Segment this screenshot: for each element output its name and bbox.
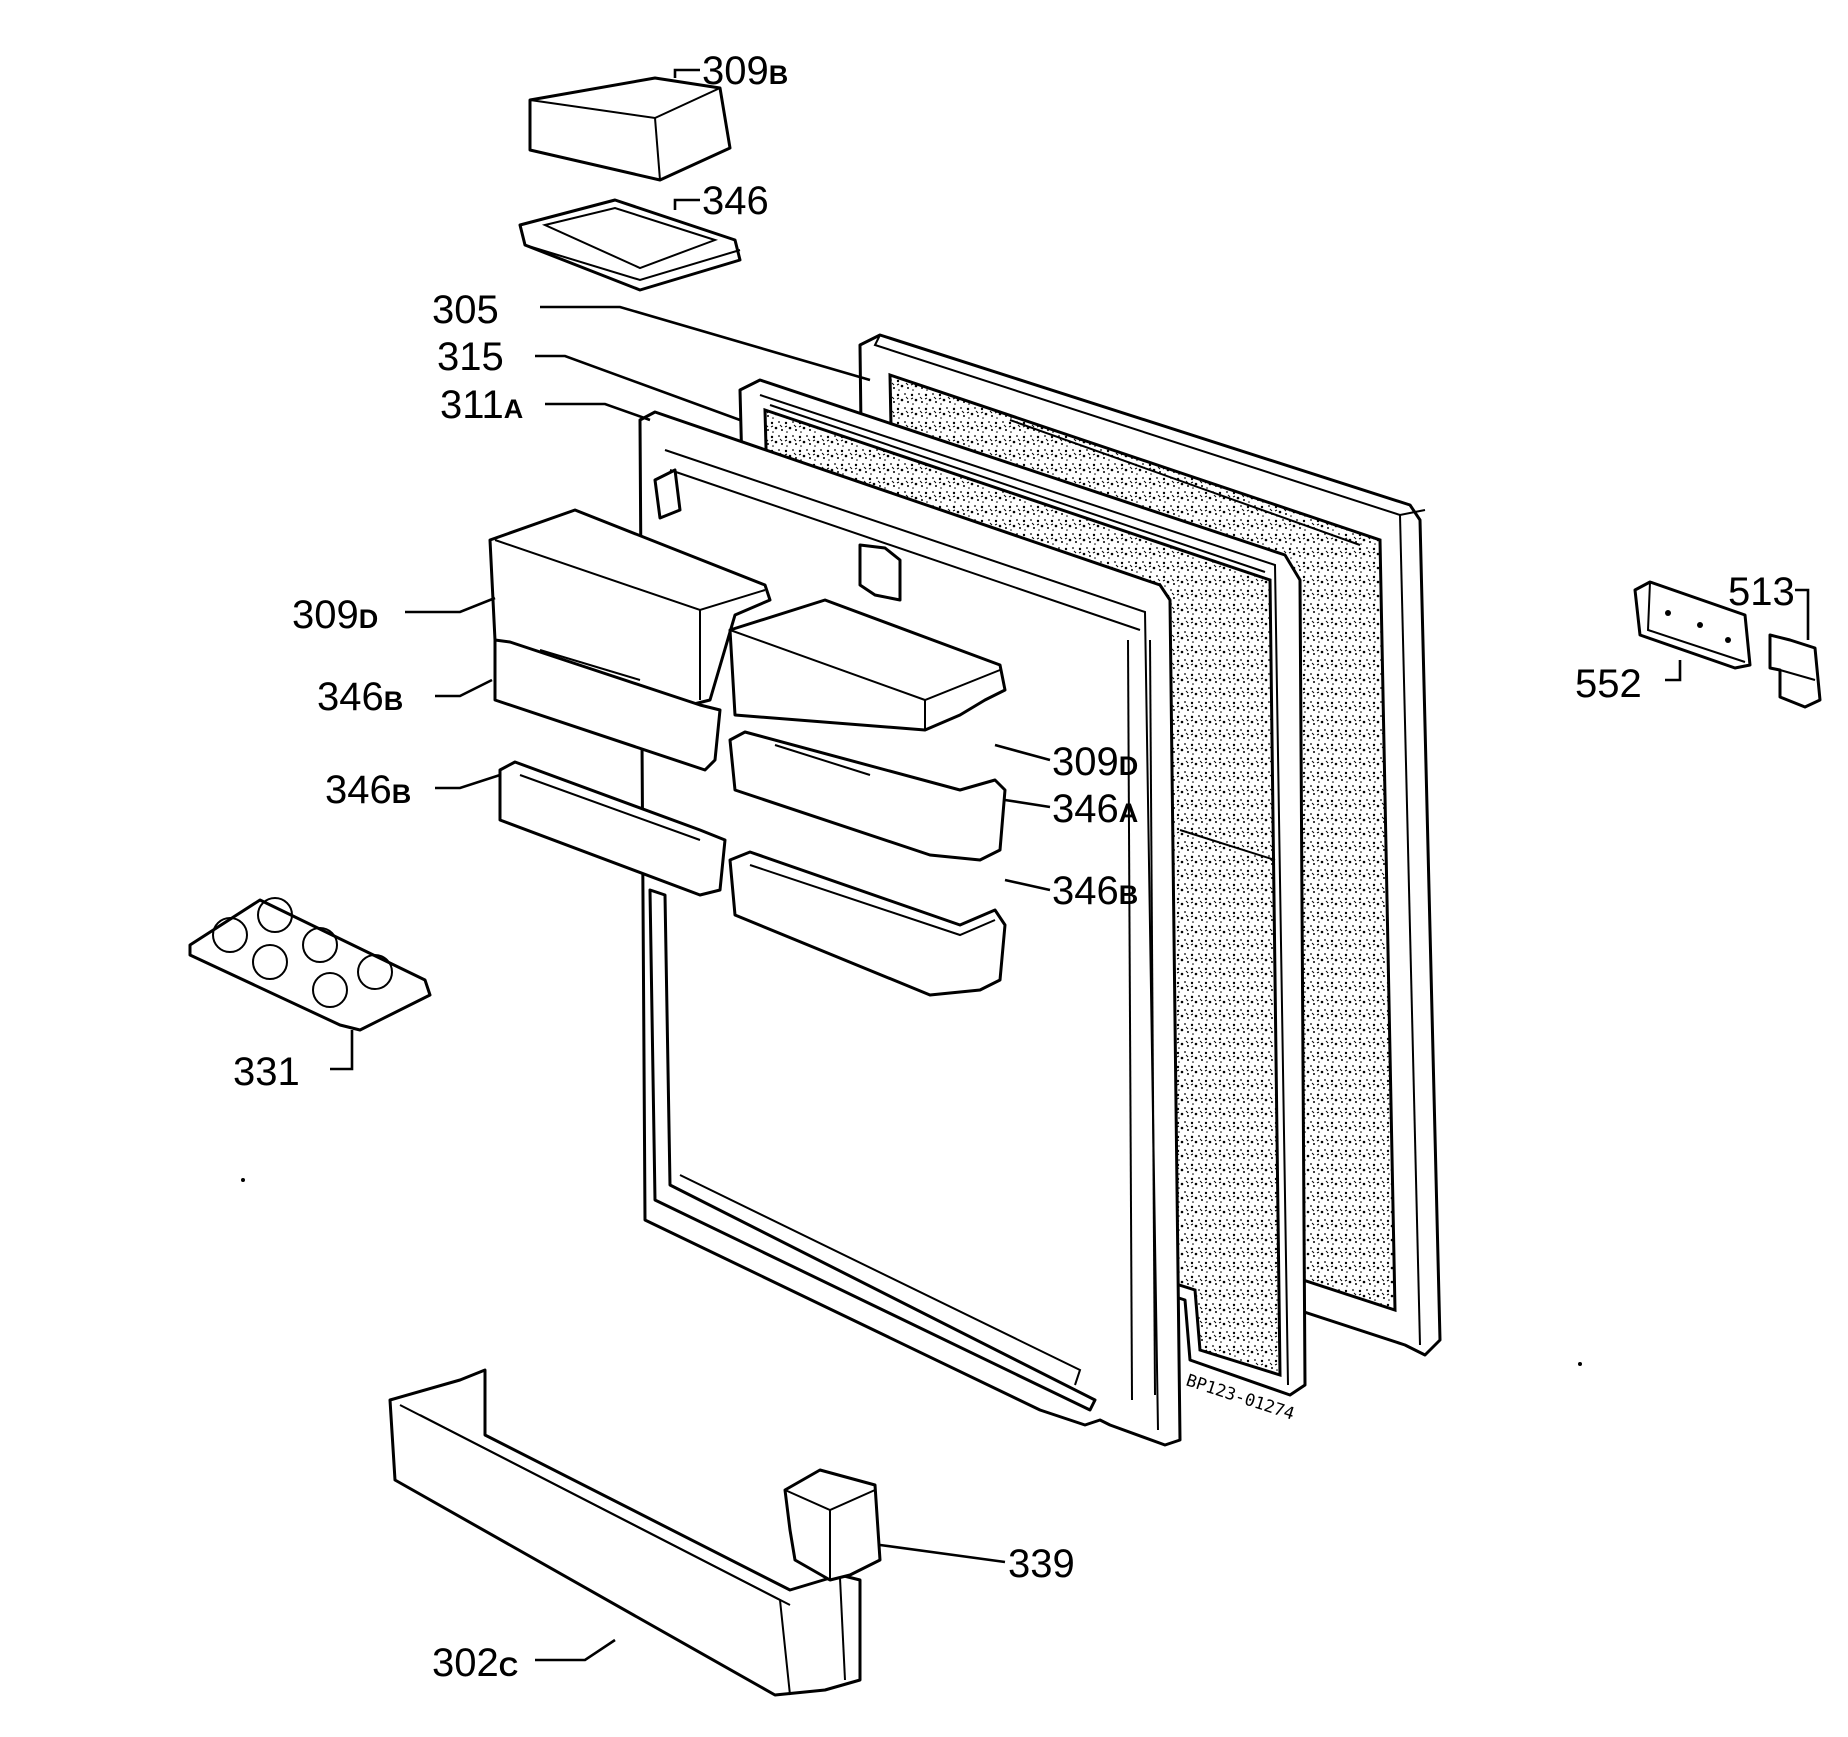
bin-lid-309D-right <box>728 598 1007 732</box>
door-tray-346B-lower <box>498 760 727 897</box>
label-346: 346 <box>702 179 769 223</box>
scan-dot <box>1578 1362 1582 1366</box>
label-346B-right: 346B <box>1052 869 1138 913</box>
door-tray-346B-upper <box>493 638 722 772</box>
bottle-shelf-302C <box>388 1368 862 1697</box>
label-309D-right: 309D <box>1052 740 1138 784</box>
label-315: 315 <box>437 335 504 379</box>
label-513: 513 <box>1728 570 1795 614</box>
label-309D-left: 309D <box>292 593 378 637</box>
door-tray-346B-right <box>728 850 1007 997</box>
scan-dot <box>241 1178 245 1182</box>
door-tray-346A <box>728 730 1007 862</box>
label-552: 552 <box>1575 662 1642 706</box>
label-309B: 309B <box>702 49 788 93</box>
hinge-plate-552 <box>1633 580 1752 670</box>
label-346B-upper: 346B <box>317 675 403 719</box>
label-311A: 311A <box>440 383 523 427</box>
leader-lines <box>330 68 1810 1662</box>
label-346A: 346A <box>1052 787 1138 831</box>
hinge-bracket-513 <box>1768 633 1822 709</box>
egg-tray-331 <box>188 897 432 1032</box>
label-339: 339 <box>1008 1542 1075 1586</box>
label-302C: 302C <box>432 1641 518 1685</box>
dairy-tray-346 <box>518 198 742 292</box>
stop-clip-339 <box>783 1468 882 1582</box>
label-331: 331 <box>233 1050 300 1094</box>
label-346B-lower: 346B <box>325 768 411 812</box>
label-305: 305 <box>432 288 499 332</box>
part-labels: 309B 346 305 315 311A 309D 346B 346B 309… <box>233 49 1795 1685</box>
dairy-lid-309B <box>528 76 732 182</box>
